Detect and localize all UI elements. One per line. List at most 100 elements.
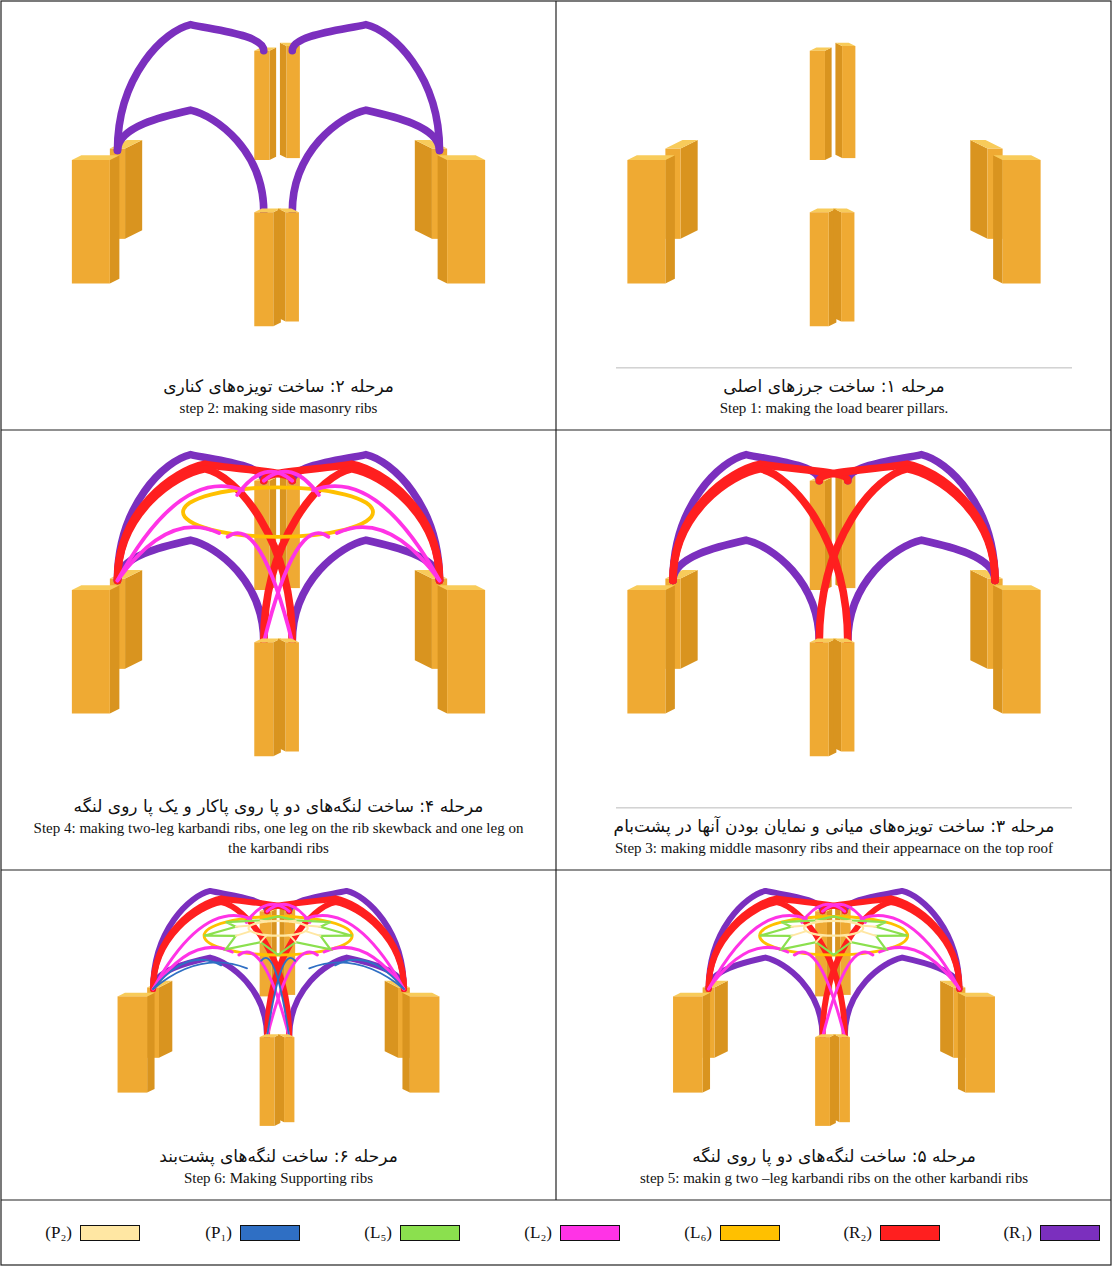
pillar-side [834, 208, 842, 321]
pillar-top [834, 638, 855, 642]
top-rib [791, 931, 806, 936]
pillar-side [970, 140, 987, 239]
karbandi-ring [204, 916, 352, 954]
supporting-rib [335, 960, 404, 989]
pillar-top [835, 43, 855, 46]
pillar-face [72, 590, 110, 714]
pillar-side [278, 1034, 284, 1122]
pillar-side [681, 570, 698, 669]
step-caption-english: step 5: makin g two –leg karbandi ribs o… [640, 1169, 1028, 1189]
pillar-side [970, 570, 987, 669]
pillar-face [118, 996, 148, 1092]
pillar-side [278, 208, 286, 321]
pillar-face [254, 51, 269, 160]
step-caption-english: Step 1: making the load bearer pillars. [720, 399, 949, 419]
pillar-face [810, 212, 829, 326]
pillar-top [665, 140, 697, 149]
top-rib [816, 935, 822, 942]
top-ring [804, 921, 863, 936]
pillar-top [254, 208, 281, 212]
step-caption-english: step 2: making side masonry ribs [180, 399, 378, 419]
karbandi-rib [264, 533, 329, 642]
pillar-side [385, 981, 398, 1058]
legend-swatch [720, 1225, 780, 1241]
pillar-face [254, 642, 273, 756]
pillar-top [673, 993, 710, 997]
pillar-face [840, 1037, 850, 1122]
pillar-side [940, 981, 953, 1058]
side-rib [673, 540, 819, 642]
pillar-side [835, 43, 842, 158]
legend-label: (L₅) [364, 1223, 392, 1243]
pillar-side [438, 155, 448, 283]
step-caption-persian: مرحله ۵: ساخت لنگه‌های دو پا روی لنگه [692, 1144, 976, 1169]
pillar-top [810, 208, 837, 212]
karbandi-star [760, 916, 908, 954]
pillar-face [447, 590, 485, 714]
top-rib [845, 920, 851, 921]
pillar-side [438, 585, 448, 713]
pillar-side [958, 993, 965, 1093]
karbandi-illustration [72, 455, 485, 757]
karbandi-illustration [627, 43, 1040, 327]
karbandi-ring [760, 916, 908, 954]
supporting-rib [261, 958, 289, 1037]
karbandi-rib [237, 472, 292, 495]
pillar-face [260, 1037, 275, 1126]
step-cell: مرحله ۳: ساخت تویزه‌های میانی و نمایان ب… [556, 430, 1112, 870]
legend-swatch [80, 1225, 140, 1241]
caption-rule [616, 807, 1072, 808]
karbandi-rib [239, 952, 289, 1037]
pillar-face [841, 212, 854, 321]
karbandi-illustration [72, 25, 485, 327]
karbandi-illustration [118, 891, 440, 1126]
pillar-side [159, 981, 172, 1058]
karbandi-rib [709, 916, 807, 989]
pillar-top [278, 208, 299, 212]
caption-rule [616, 367, 1072, 368]
top-rib [236, 931, 251, 936]
pillar-side [665, 155, 675, 283]
karbandi-rib [117, 486, 242, 580]
pillar-side [714, 981, 727, 1058]
pillar-face [627, 160, 665, 284]
karbandi-star [204, 916, 352, 954]
pillar-side [125, 570, 142, 669]
column-divider [555, 1, 556, 1200]
step-caption-english: Step 4: making two-leg karbandi ribs, on… [24, 819, 533, 858]
legend-label: (R₁) [1003, 1223, 1032, 1243]
pillar-top [438, 585, 486, 590]
legend-swatch [1040, 1225, 1100, 1241]
pillar-face [815, 1037, 830, 1126]
pillar-face [287, 46, 300, 158]
pillar-side [110, 155, 120, 283]
pillar-top [402, 993, 439, 997]
top-rib [305, 925, 320, 926]
pillar-face [447, 160, 485, 284]
pillar-side [125, 140, 142, 239]
top-rib [236, 925, 251, 926]
legend-swatch [400, 1225, 460, 1241]
pillar-side [269, 47, 276, 160]
supporting-rib [309, 962, 404, 989]
supporting-rib [153, 962, 247, 989]
step-caption-persian: مرحله ۲: ساخت تویزه‌های کناری [163, 374, 394, 399]
pillar-face [841, 642, 854, 751]
legend-label: (L₂) [524, 1223, 552, 1243]
karbandi-illustration [627, 455, 1040, 757]
pillar-side [993, 155, 1003, 283]
pillar-side [825, 47, 832, 160]
karbandi-rib [861, 916, 959, 989]
pillar-side [415, 570, 432, 669]
pillar-side [665, 585, 675, 713]
side-rib [292, 25, 439, 151]
pillar-top [993, 585, 1041, 590]
top-rib [816, 920, 822, 921]
karbandi-rib [267, 952, 317, 1037]
pillar-face [673, 996, 703, 1092]
pillar-top [627, 585, 675, 590]
step-cell: مرحله ۱: ساخت جرزهای اصلیStep 1: making … [556, 0, 1112, 430]
